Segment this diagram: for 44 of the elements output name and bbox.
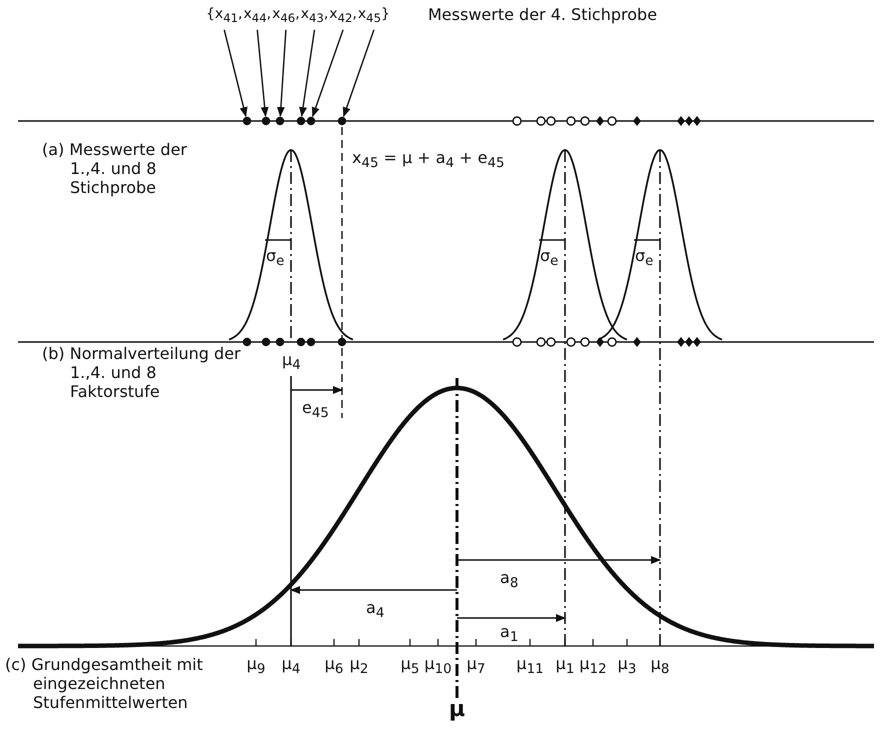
- dimension-label: e$_{45}$: [302, 398, 329, 424]
- panel-caption: (b) Normalverteilung der 1.,4. und 8 Faktorstufe: [42, 344, 242, 401]
- dimension-label: μ$_{4}$: [282, 350, 301, 376]
- equation-text: x$_{45}$ = μ + a$_{4}$ + e$_{45}$: [352, 148, 504, 174]
- tick-label: μ$_{6}$: [324, 654, 344, 680]
- sigma-label: σ$_{e}$: [266, 246, 284, 272]
- leader-arrow: [276, 30, 287, 117]
- tick-label: μ$_{8}$: [650, 654, 670, 680]
- leader-arrow: [224, 30, 248, 118]
- axis-label: μ: [448, 700, 466, 719]
- tick-label: μ$_{11}$: [516, 654, 544, 680]
- value-label: {x$_{41}$,: [206, 4, 242, 28]
- value-label: x$_{43}$,: [300, 4, 328, 28]
- tick-label: μ$_{2}$: [350, 654, 368, 680]
- data-point: [338, 116, 346, 126]
- tick-label: μ$_{3}$: [618, 654, 636, 680]
- tick-label: μ$_{12}$: [579, 654, 607, 680]
- data-point: [242, 116, 252, 126]
- tick-label: μ$_{7}$: [466, 654, 486, 680]
- tick-label: μ$_{1}$: [556, 654, 574, 680]
- leader-arrow: [342, 30, 375, 118]
- tick-label: μ$_{4}$: [282, 654, 300, 680]
- dimension-label: a$_{8}$: [500, 568, 518, 594]
- leader-arrow: [299, 30, 316, 118]
- data-point: [276, 116, 284, 126]
- value-label: x$_{45}$}: [358, 4, 390, 28]
- dimension-label: a$_{4}$: [366, 598, 384, 624]
- tick-label: μ$_{5}$: [400, 654, 420, 680]
- sigma-label: σ$_{e}$: [540, 246, 558, 272]
- panel-caption: (a) Messwerte der 1.,4. und 8 Stichprobe: [42, 140, 188, 197]
- data-point: [306, 116, 316, 126]
- leader-arrow: [312, 30, 344, 118]
- data-point: [262, 116, 270, 126]
- value-label: x$_{44}$,: [244, 4, 272, 28]
- tick-label: μ$_{10}$: [424, 654, 452, 680]
- label-text: Messwerte der 4. Stichprobe: [428, 5, 658, 24]
- leader-arrow: [256, 30, 269, 118]
- value-label: x$_{46}$,: [272, 4, 300, 28]
- dimension-label: a$_{1}$: [500, 622, 518, 648]
- panel-caption: (c) Grundgesamtheit mit eingezeichneten Stufenmittelwerten: [5, 655, 204, 712]
- sigma-label: σ$_{e}$: [635, 246, 654, 272]
- data-point: [296, 116, 306, 126]
- tick-label: μ$_{9}$: [246, 654, 266, 680]
- value-label: x$_{42}$,: [329, 4, 357, 28]
